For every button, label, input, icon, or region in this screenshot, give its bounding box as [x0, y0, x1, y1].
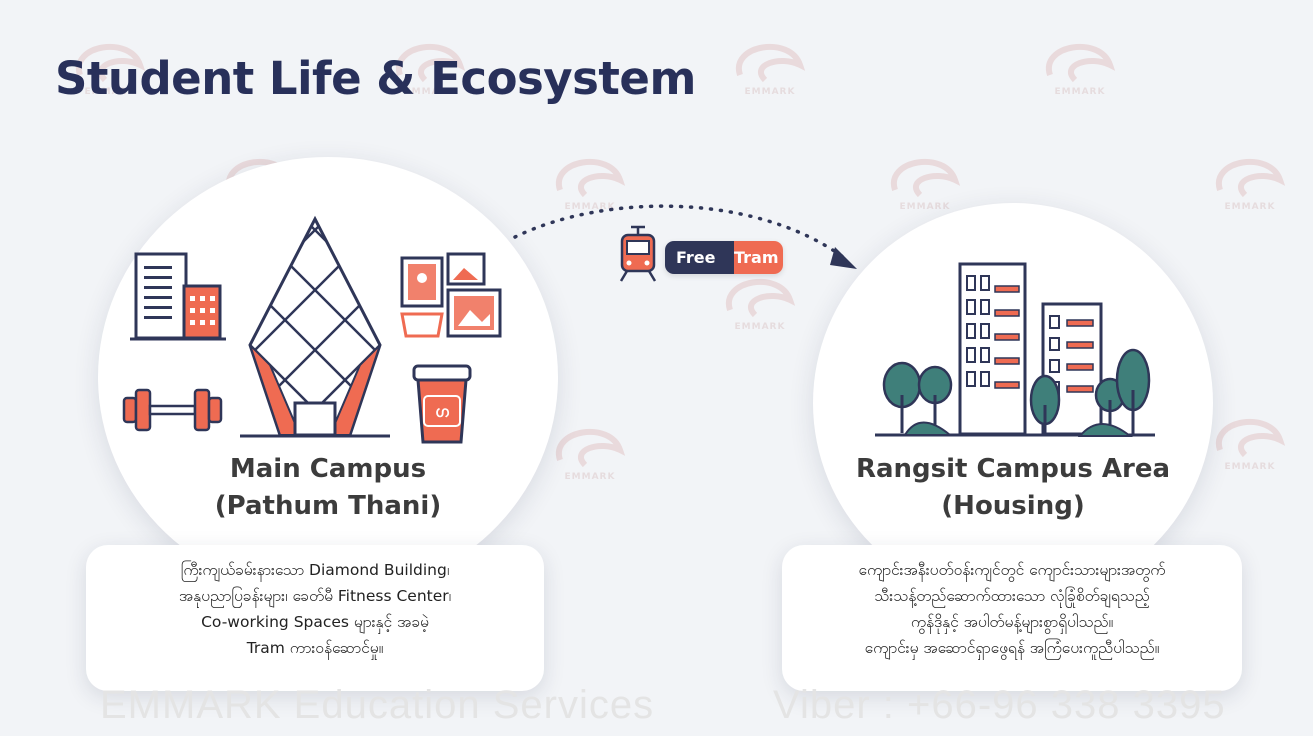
description-line: ကျောင်းအနီးပတ်ဝန်းကျင်တွင် ကျောင်းသားမျာ…: [858, 561, 1166, 579]
emmark-logo-icon: [75, 43, 146, 83]
page-title: Student Life & Ecosystem: [55, 52, 696, 105]
emmark-watermark: EMMARK: [380, 35, 480, 105]
badge-free-label: Free: [665, 241, 734, 274]
badge-tram-label: Tram: [734, 241, 783, 274]
tree-icon: [1029, 348, 1151, 437]
rangsit-campus-subtitle: (Housing): [941, 491, 1085, 521]
main-campus-description-card: ကြီးကျယ်ခမ်းနားသော Diamond Building၊ အနု…: [86, 545, 544, 691]
watermark-text: EMMARK: [564, 202, 616, 212]
emmark-watermark: EMMARK: [1030, 35, 1130, 105]
emmark-logo-icon: [395, 43, 466, 83]
footer-viber-watermark: Viber : +66-96 338 3395: [773, 683, 1226, 727]
emmark-logo-icon: [555, 428, 626, 468]
description-line: သီးသန့်တည်ဆောက်ထားသော လုံခြုံစိတ်ချရသည့်: [874, 587, 1150, 605]
emmark-watermark: EMMARK: [720, 35, 820, 105]
emmark-watermark: EMMARK: [60, 35, 160, 105]
emmark-logo-icon: [735, 43, 806, 83]
emmark-watermark: EMMARK: [710, 270, 810, 340]
rangsit-campus-title: Rangsit Campus Area (Housing): [813, 451, 1213, 525]
watermark-text: EMMARK: [1224, 202, 1276, 212]
emmark-watermark: EMMARK: [1200, 410, 1300, 480]
main-campus-name: Main Campus: [229, 454, 427, 484]
description-line: Co-working Spaces များနှင့် အခမဲ့: [201, 613, 429, 631]
main-campus-title: Main Campus (Pathum Thani): [98, 451, 558, 525]
description-line: ကြီးကျယ်ခမ်းနားသော Diamond Building၊: [180, 561, 450, 579]
footer-company-watermark: EMMARK Education Services: [100, 683, 655, 727]
emmark-logo-icon: [890, 158, 961, 198]
connector-arrow: [513, 204, 857, 269]
emmark-logo-icon: [1045, 43, 1116, 83]
rangsit-campus-name: Rangsit Campus Area: [855, 454, 1171, 484]
emmark-logo-icon: [1215, 158, 1286, 198]
watermark-text: EMMARK: [899, 202, 951, 212]
tree-icon: [882, 361, 953, 436]
watermark-text: EMMARK: [564, 472, 616, 482]
emmark-logo-icon: [725, 278, 796, 318]
emmark-watermark: EMMARK: [1200, 150, 1300, 220]
free-tram-badge: Free Tram: [665, 241, 783, 274]
description-line: Tram ကားဝန်ဆောင်မှု။: [246, 639, 384, 657]
watermark-text: EMMARK: [1054, 87, 1106, 97]
main-campus-location: (Pathum Thani): [214, 491, 442, 521]
emmark-watermark: EMMARK: [540, 420, 640, 490]
rangsit-campus-description-card: ကျောင်းအနီးပတ်ဝန်းကျင်တွင် ကျောင်းသားမျာ…: [782, 545, 1242, 691]
svg-text:ഗ: ഗ: [435, 403, 449, 421]
watermark-text: EMMARK: [84, 87, 136, 97]
description-line: အနုပညာပြခန်းများ၊ ခေတ်မီ Fitness Center၊: [178, 587, 452, 605]
emmark-logo-icon: [1215, 418, 1286, 458]
coffee-cup-icon: ഗ: [412, 364, 472, 444]
description-line: ကျောင်းမှ အဆောင်ရှာဖွေရန် အကြံပေးကူညီပါသ…: [864, 639, 1160, 657]
office-building-icon: [130, 252, 226, 341]
emmark-watermark: EMMARK: [540, 150, 640, 220]
watermark-text: EMMARK: [404, 87, 456, 97]
description-line: ကွန်ဒိုနှင့် အပါတ်မန့်များစွာရှိပါသည်။: [910, 613, 1114, 631]
diamond-building-icon: [240, 215, 390, 438]
emmark-logo-icon: [555, 158, 626, 198]
emmark-watermark: EMMARK: [875, 150, 975, 220]
apartment-building-icon: [875, 262, 1155, 437]
watermark-text: EMMARK: [744, 87, 796, 97]
dumbbell-icon: [122, 388, 223, 432]
watermark-text: EMMARK: [1224, 462, 1276, 472]
watermark-text: EMMARK: [734, 322, 786, 332]
tram-icon: [619, 225, 657, 282]
gallery-frames-icon: [400, 252, 502, 338]
